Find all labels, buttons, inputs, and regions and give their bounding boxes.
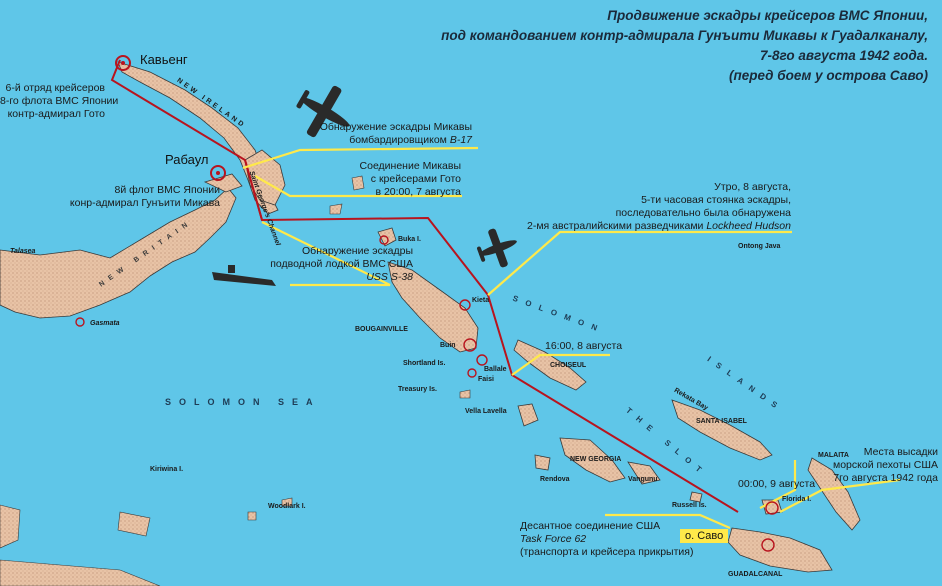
title-line-4: (перед боем у острова Саво) xyxy=(728,68,928,83)
note-landing: Места высадки морской пехоты США 7го авг… xyxy=(833,446,938,484)
place-faisi: Faisi xyxy=(478,376,494,383)
title-line-1: Продвижение эскадры крейсеров ВМС Японии… xyxy=(607,8,928,23)
note-hudson: Утро, 8 августа, 5-ти часовая стоянка эс… xyxy=(527,181,791,232)
place-malaita: MALAITA xyxy=(818,452,849,459)
place-gasmata: Gasmata xyxy=(90,320,120,327)
rabaul-marker xyxy=(210,165,226,181)
note-time-0000: 00:00, 9 августа xyxy=(738,478,816,490)
hudson-aircraft-icon xyxy=(477,228,517,268)
malaita-island xyxy=(807,457,861,531)
place-woodlark: Woodlark I. xyxy=(268,503,306,510)
title-line-3: 7-8го августа 1942 года. xyxy=(759,48,928,63)
new-britain-island xyxy=(0,173,243,319)
city-rabaul: Рабаул xyxy=(165,152,209,167)
place-florida: Florida I. xyxy=(782,496,812,503)
taskforce-name: Task Force 62 xyxy=(520,533,587,545)
place-treasury: Treasury Is. xyxy=(398,386,437,393)
place-buka: Buka I. xyxy=(398,236,421,243)
note-sub-detection: Обнаружение эскадры подводной лодкой ВМС… xyxy=(270,245,413,283)
kavieng-marker xyxy=(115,55,131,71)
place-guadalcanal: GUADALCANAL xyxy=(728,571,783,578)
place-vangunu: Vangunu xyxy=(628,476,658,483)
note-mikawa-fleet: 8й флот ВМС Японии конр-адмирал Гунъити … xyxy=(69,184,220,209)
city-kavieng: Кавьенг xyxy=(140,52,188,67)
sub-name: USS S-38 xyxy=(366,271,413,283)
b17-name: B-17 xyxy=(449,134,472,146)
santa-isabel-island xyxy=(671,399,773,461)
note-goto-group: 6-й отряд крейсеров 8-го флота ВМС Япони… xyxy=(0,82,119,120)
savo-label: о. Саво xyxy=(680,529,729,543)
place-russell: Russell Is. xyxy=(672,502,707,509)
place-talasea: Talasea xyxy=(10,248,36,255)
place-shortland: Shortland Is. xyxy=(403,360,446,367)
place-kiriwina: Kiriwina I. xyxy=(150,466,184,473)
note-taskforce: Десантное соединение США Task Force 62 (… xyxy=(520,520,694,558)
small-islands xyxy=(0,175,471,586)
place-new-georgia: NEW GEORGIA xyxy=(570,456,622,463)
choiseul-island xyxy=(513,339,587,391)
place-ballale: Ballale xyxy=(484,366,507,373)
b17-bomber-icon xyxy=(296,85,350,138)
submarine-icon xyxy=(212,265,276,286)
note-time-1600: 16:00, 8 августа xyxy=(545,340,623,352)
title-line-2: под командованием контр-адмирала Гунъити… xyxy=(441,28,928,43)
new-georgia-islands xyxy=(517,403,661,485)
place-buin: Buin xyxy=(440,342,456,349)
note-join-goto: Соединение Микавы с крейсерами Гото в 20… xyxy=(359,160,461,198)
map-title: Продвижение эскадры крейсеров ВМС Японии… xyxy=(368,6,928,86)
place-vella-lavella: Vella Lavella xyxy=(465,408,507,415)
place-choiseul: CHOISEUL xyxy=(550,362,587,369)
mikawa-route-line xyxy=(110,59,739,513)
place-bougainville: BOUGAINVILLE xyxy=(355,326,408,333)
callout-lines xyxy=(242,146,901,530)
port-markers xyxy=(75,235,779,552)
note-b17-detection: Обнаружение эскадры Микавы бомбардировщи… xyxy=(319,121,472,146)
place-kieta: Kieta xyxy=(472,297,490,304)
goto-route-line xyxy=(244,159,263,221)
place-rendova: Rendova xyxy=(540,476,570,483)
hudson-name: Lockheed Hudson xyxy=(706,220,791,232)
place-solomon-sea: SOLOMON SEA xyxy=(165,397,321,407)
place-ontong-java: Ontong Java xyxy=(738,243,781,250)
place-santa-isabel: SANTA ISABEL xyxy=(696,418,747,425)
